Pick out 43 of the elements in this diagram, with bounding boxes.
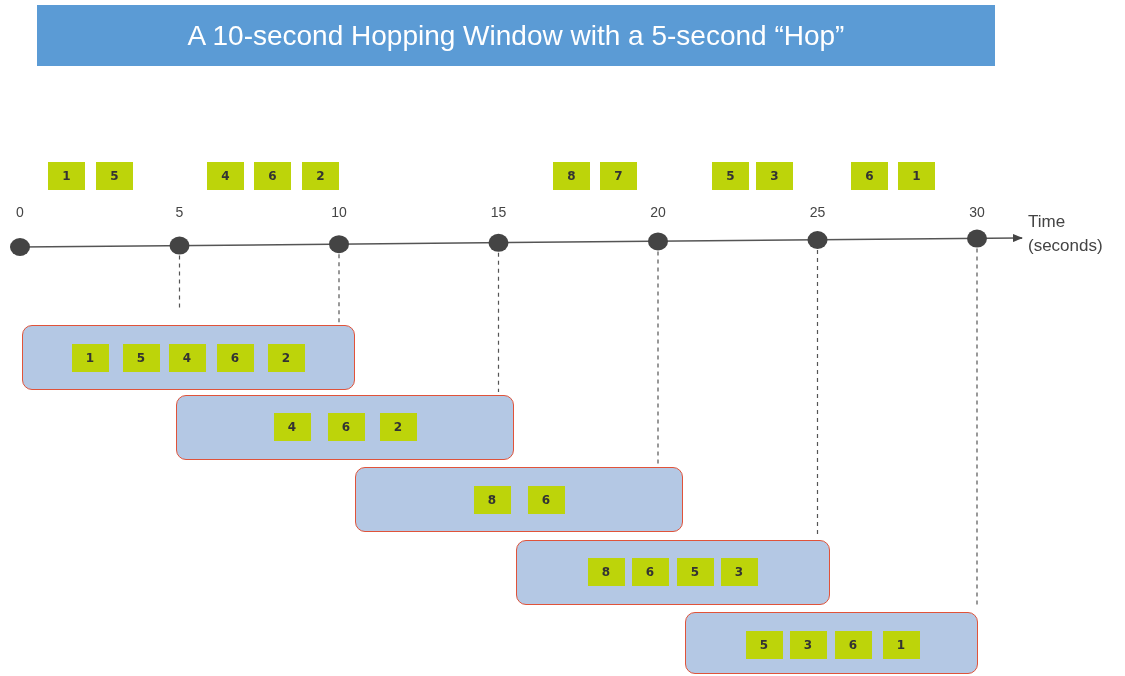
event-box: 5 (712, 162, 749, 190)
event-box: 3 (756, 162, 793, 190)
tick-label: 0 (15, 204, 25, 220)
event-box: 6 (631, 557, 669, 586)
window-box (22, 325, 355, 390)
axis-title: Time (seconds) (1028, 211, 1104, 257)
event-box: 4 (273, 412, 311, 441)
window-box (355, 467, 683, 532)
window-box (685, 612, 978, 674)
event-box: 3 (789, 630, 827, 659)
event-box: 6 (851, 162, 888, 190)
event-box: 5 (745, 630, 783, 659)
event-box: 2 (267, 343, 305, 372)
event-box: 6 (327, 412, 365, 441)
tick-label: 30 (968, 204, 986, 220)
event-box: 4 (207, 162, 244, 190)
event-box: 1 (898, 162, 935, 190)
tick-label: 20 (649, 204, 667, 220)
event-box: 2 (302, 162, 339, 190)
tick-label: 10 (330, 204, 348, 220)
event-box: 1 (882, 630, 920, 659)
tick-label: 5 (174, 204, 185, 220)
event-box: 5 (676, 557, 714, 586)
event-box: 2 (379, 412, 417, 441)
window-box (516, 540, 830, 605)
event-box: 4 (168, 343, 206, 372)
event-box: 6 (254, 162, 291, 190)
event-box: 8 (553, 162, 590, 190)
window-box (176, 395, 514, 460)
event-box: 5 (96, 162, 133, 190)
event-box: 1 (48, 162, 85, 190)
event-box: 8 (473, 485, 511, 514)
event-box: 8 (587, 557, 625, 586)
event-box: 6 (834, 630, 872, 659)
event-box: 6 (216, 343, 254, 372)
title-banner: A 10-second Hopping Window with a 5-second “Hop” (37, 5, 995, 66)
tick-label: 15 (489, 204, 508, 220)
event-box: 3 (720, 557, 758, 586)
event-box: 7 (600, 162, 637, 190)
event-box: 1 (71, 343, 109, 372)
event-box: 6 (527, 485, 565, 514)
tick-label: 25 (808, 204, 827, 220)
event-box: 5 (122, 343, 160, 372)
